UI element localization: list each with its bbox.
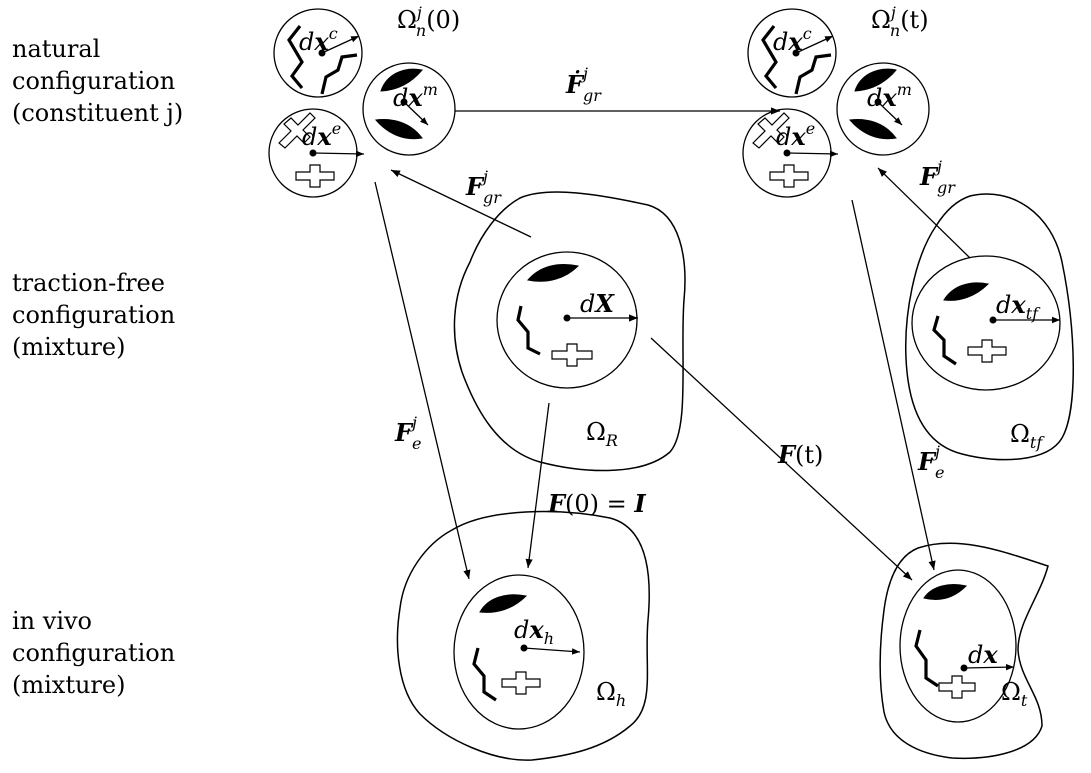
label-dxm-t: dxm: [867, 80, 912, 112]
label-dX: dX: [580, 289, 615, 318]
muscle-cell-icon: [854, 68, 897, 92]
label-dxc-0: dxc: [299, 24, 338, 56]
traction-free-boundary: [905, 193, 1074, 461]
row-label-natural-line1: natural: [12, 35, 100, 63]
current-body-t: dx Ωt: [879, 542, 1049, 760]
row-label-tf-line1: traction-free: [12, 269, 165, 297]
elastin-cross-icon: [967, 339, 1007, 363]
collagen-circle-t: [747, 8, 837, 98]
muscle-cell-icon: [849, 119, 897, 140]
elastin-cross-icon: [295, 164, 335, 188]
vector-arrow-dxm-0: [403, 101, 429, 126]
label-F0: F(0) = I: [547, 489, 646, 518]
traction-free-body: dxtf Ωtf: [905, 193, 1074, 461]
label-omega-R: ΩR: [586, 418, 618, 450]
muscle-circle-0: [362, 62, 456, 156]
label-omega-tf: Ωtf: [1010, 420, 1045, 452]
current-boundary-t: [879, 542, 1049, 760]
row-label-iv-line1: in vivo: [12, 607, 92, 635]
reference-boundary: [453, 191, 686, 472]
elastin-cross-icon: [551, 343, 593, 367]
in-vivo-boundary-h: [396, 510, 650, 761]
row-label-tf-line3: (mixture): [12, 333, 125, 361]
arrow-Fe-t: [851, 199, 936, 571]
vector-arrow-dxc-0: [321, 35, 360, 54]
collagen-circle-0: [273, 8, 363, 98]
vector-arrow-dxm-t: [877, 101, 903, 126]
muscle-cell-icon: [943, 282, 990, 301]
elastin-cross-icon: [278, 112, 316, 149]
elastin-cross-icon: [769, 164, 809, 188]
row-label-natural-line3: (constituent j): [12, 99, 183, 127]
arrow-F0: [525, 402, 550, 569]
label-dx: dx: [968, 640, 998, 669]
collagen-fiber-icon: [320, 53, 358, 95]
elastin-cross-icon: [938, 675, 976, 699]
row-label-tf-line2: configuration: [12, 301, 175, 329]
vector-arrow-dx: [963, 663, 1015, 671]
label-Ft: F(t): [777, 440, 823, 469]
muscle-cell-icon: [375, 119, 423, 140]
label-dxh: dxh: [514, 615, 554, 648]
in-vivo-element-circle-h: [453, 574, 585, 730]
label-omega-h: Ωh: [596, 678, 626, 710]
collagen-fiber-icon: [914, 629, 939, 688]
arrow-Fgr-0: [390, 169, 532, 238]
collagen-fiber-icon: [932, 315, 957, 366]
muscle-cell-icon: [923, 584, 967, 600]
row-label-natural-line2: configuration: [12, 67, 175, 95]
label-dxm-0: dxm: [393, 80, 438, 112]
row-label-in-vivo: in vivo configuration (mixture): [12, 607, 175, 699]
label-dxtf: dxtf: [996, 290, 1041, 323]
muscle-cell-icon: [380, 68, 423, 92]
label-dxe-t: dxe: [776, 119, 815, 151]
arrow-Ft: [650, 337, 913, 581]
elastin-cross-icon: [752, 112, 790, 149]
collagen-fiber-icon: [794, 53, 832, 95]
collagen-fiber-icon: [472, 647, 497, 702]
in-vivo-body-h: dxh Ωh: [396, 510, 650, 761]
arrow-Fgr-t: [877, 167, 971, 259]
elastin-cross-icon: [501, 671, 541, 695]
vector-arrow-dxe-t: [786, 150, 839, 158]
traction-free-element-circle: [911, 255, 1061, 391]
row-label-traction-free: traction-free configuration (mixture): [12, 269, 175, 361]
label-dxc-t: dxc: [773, 24, 812, 56]
vector-arrow-dxe-0: [312, 150, 365, 158]
vector-arrow-dxh: [523, 647, 581, 655]
row-label-natural: natural configuration (constituent j): [12, 35, 183, 127]
vector-arrow-dxc-t: [795, 35, 834, 54]
muscle-circle-t: [836, 62, 930, 156]
label-omega-t: Ωt: [1001, 678, 1028, 710]
row-label-iv-line2: configuration: [12, 639, 175, 667]
muscle-cell-icon: [479, 594, 528, 613]
reference-body: dX ΩR: [453, 191, 686, 472]
label-dxe-0: dxe: [302, 119, 341, 151]
collagen-fiber-icon: [761, 25, 778, 90]
row-label-iv-line3: (mixture): [12, 671, 125, 699]
arrow-Fe-0: [374, 181, 471, 580]
current-element-circle-t: [899, 569, 1017, 723]
collagen-fiber-icon: [287, 25, 304, 90]
muscle-cell-icon: [527, 264, 580, 282]
collagen-fiber-icon: [516, 305, 541, 356]
